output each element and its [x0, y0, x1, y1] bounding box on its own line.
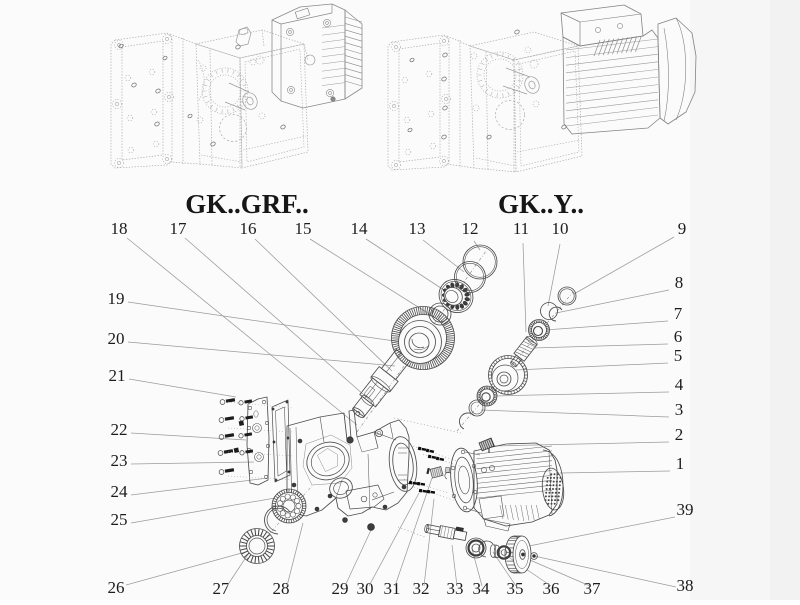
- svg-text:17: 17: [170, 219, 188, 238]
- svg-text:7: 7: [674, 304, 683, 323]
- svg-text:27: 27: [213, 579, 231, 598]
- svg-text:25: 25: [111, 510, 128, 529]
- svg-text:15: 15: [295, 219, 312, 238]
- svg-text:21: 21: [109, 366, 126, 385]
- svg-text:4: 4: [675, 375, 684, 394]
- svg-text:28: 28: [273, 579, 290, 598]
- svg-text:10: 10: [552, 219, 569, 238]
- svg-text:12: 12: [462, 219, 479, 238]
- svg-text:11: 11: [513, 219, 529, 238]
- svg-text:3: 3: [675, 400, 684, 419]
- svg-text:37: 37: [584, 579, 602, 598]
- svg-text:2: 2: [675, 425, 684, 444]
- svg-text:14: 14: [351, 219, 369, 238]
- svg-text:31: 31: [384, 579, 401, 598]
- svg-text:36: 36: [543, 579, 560, 598]
- svg-text:24: 24: [111, 482, 129, 501]
- svg-text:23: 23: [111, 451, 128, 470]
- svg-text:22: 22: [111, 420, 128, 439]
- svg-text:16: 16: [240, 219, 257, 238]
- svg-text:26: 26: [108, 578, 125, 597]
- svg-text:13: 13: [409, 219, 426, 238]
- svg-text:8: 8: [675, 273, 684, 292]
- svg-text:9: 9: [678, 219, 687, 238]
- svg-text:32: 32: [413, 579, 430, 598]
- svg-text:34: 34: [473, 579, 491, 598]
- svg-text:18: 18: [111, 219, 128, 238]
- svg-text:30: 30: [357, 579, 374, 598]
- svg-text:GK..Y..: GK..Y..: [498, 189, 584, 219]
- svg-text:19: 19: [108, 289, 125, 308]
- svg-text:35: 35: [507, 579, 524, 598]
- svg-text:1: 1: [676, 454, 685, 473]
- svg-text:38: 38: [677, 576, 694, 595]
- svg-text:5: 5: [674, 346, 683, 365]
- svg-text:29: 29: [332, 579, 349, 598]
- svg-text:39: 39: [677, 500, 694, 519]
- svg-text:20: 20: [108, 329, 125, 348]
- svg-text:33: 33: [447, 579, 464, 598]
- svg-text:6: 6: [674, 327, 683, 346]
- svg-text:GK..GRF..: GK..GRF..: [185, 189, 309, 219]
